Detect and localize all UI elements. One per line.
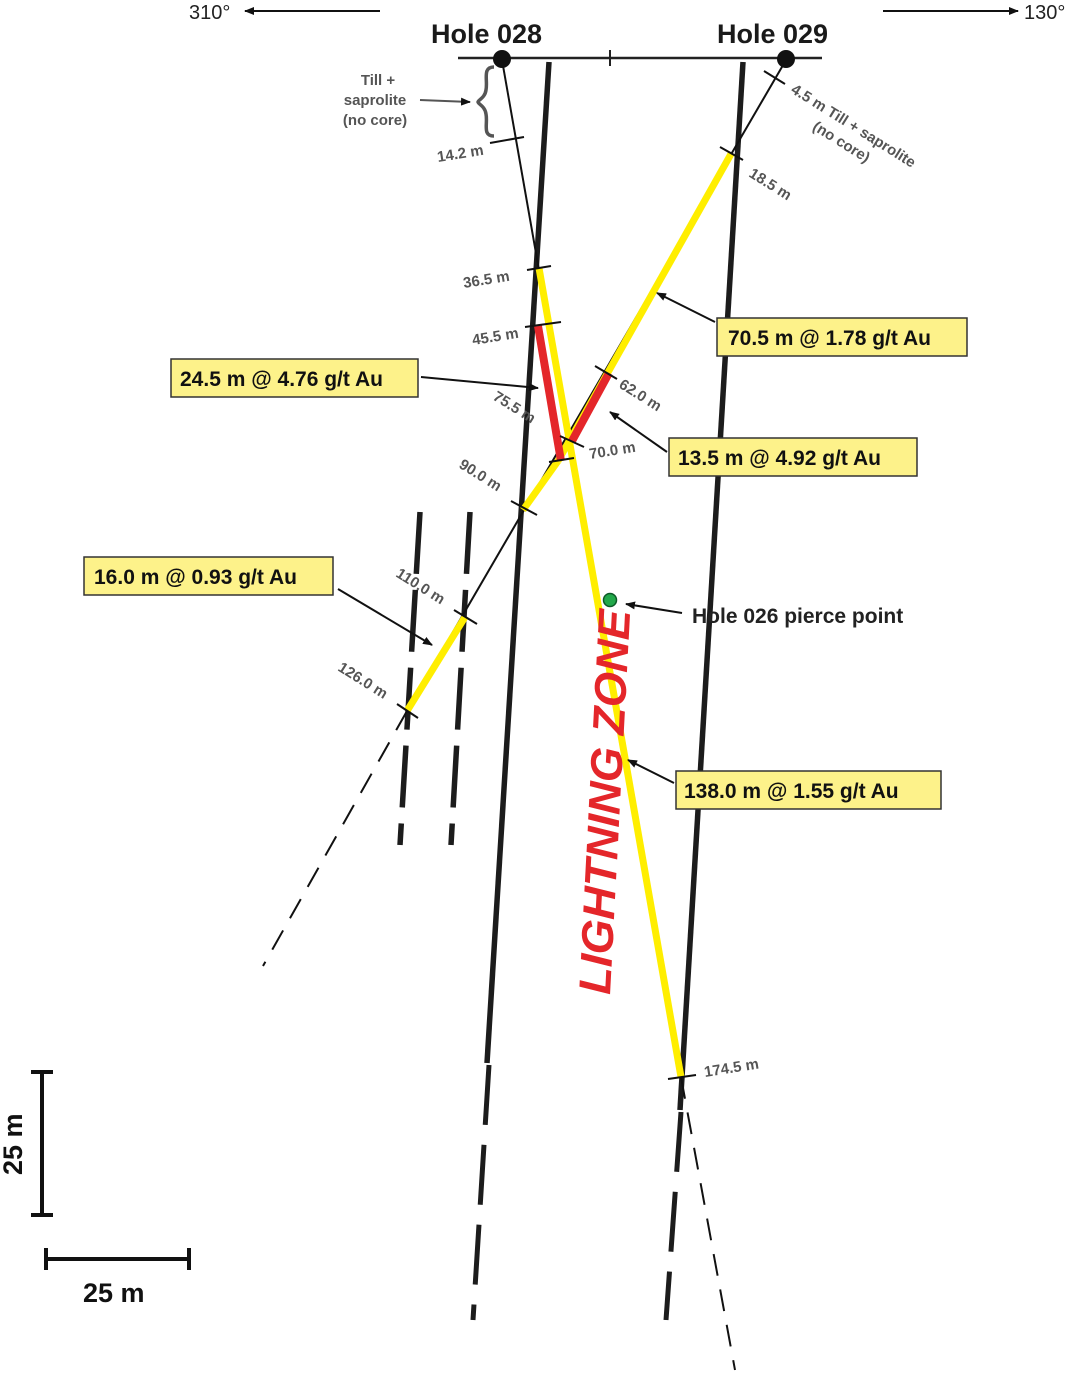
contact-east-projected bbox=[663, 1111, 684, 1321]
depth-36-5: 36.5 m bbox=[462, 268, 511, 292]
depth-14-2: 14.2 m bbox=[436, 142, 485, 166]
depth-75-5: 75.5 m bbox=[490, 388, 539, 427]
hole-029-till-note: 4.5 m Till + saprolite (no core) bbox=[788, 81, 919, 171]
till-note-arrow bbox=[419, 97, 471, 106]
till-brace-icon bbox=[476, 65, 495, 138]
hole-028-yellow-interval bbox=[535, 267, 685, 1078]
depth-174-5: 174.5 m bbox=[703, 1056, 760, 1081]
hole-029-title: Hole 029 bbox=[717, 19, 828, 49]
scale-horizontal-label: 25 m bbox=[83, 1278, 145, 1308]
contact-east bbox=[677, 61, 746, 1111]
hole-028-till-note: Till + saprolite (no core) bbox=[343, 65, 495, 138]
hole-029-yellow-lower bbox=[404, 615, 468, 713]
lightning-zone-label: LIGHTNING ZONE bbox=[569, 606, 640, 995]
hole-029-high-grade bbox=[568, 371, 613, 443]
hole-029-projection bbox=[262, 710, 408, 967]
svg-text:Till +: Till + bbox=[361, 72, 396, 89]
intercept-13-5: 13.5 m @ 4.92 g/t Au bbox=[609, 411, 918, 477]
depth-110-0: 110.0 m bbox=[393, 565, 448, 608]
depth-18-5: 18.5 m bbox=[746, 165, 795, 204]
drill-traces bbox=[262, 59, 787, 1371]
geological-contacts bbox=[397, 61, 746, 1321]
mineralized-intervals bbox=[404, 152, 735, 1078]
bearing-indicators: 310° 130° bbox=[189, 2, 1065, 24]
contact-west bbox=[484, 61, 552, 1064]
svg-text:70.5 m @ 1.78 g/t Au: 70.5 m @ 1.78 g/t Au bbox=[728, 327, 931, 350]
pierce-point-label: Hole 026 pierce point bbox=[692, 605, 903, 628]
bearing-right-label: 130° bbox=[1024, 2, 1065, 24]
pierce-point-marker bbox=[602, 592, 618, 608]
depth-126-0: 126.0 m bbox=[335, 659, 391, 703]
depth-62-0: 62.0 m bbox=[616, 376, 665, 415]
depth-ticks bbox=[396, 70, 786, 1080]
intercept-16-0: 16.0 m @ 0.93 g/t Au bbox=[83, 556, 433, 646]
depth-45-5: 45.5 m bbox=[471, 325, 520, 349]
hole-029-yellow-mid bbox=[520, 458, 561, 513]
hole-028-high-grade bbox=[534, 325, 565, 462]
scale-bars: 25 m 25 m bbox=[0, 1070, 191, 1308]
svg-text:16.0 m @ 0.93 g/t Au: 16.0 m @ 0.93 g/t Au bbox=[94, 566, 297, 589]
bearing-left-label: 310° bbox=[189, 2, 230, 24]
svg-text:saprolite: saprolite bbox=[344, 92, 407, 109]
dashed-contact-a bbox=[397, 511, 423, 846]
hole-028-projection bbox=[680, 1076, 736, 1371]
hole-029-collar bbox=[777, 50, 795, 68]
intercept-24-5: 24.5 m @ 4.76 g/t Au bbox=[170, 358, 539, 398]
hole-026-pierce: Hole 026 pierce point bbox=[602, 592, 903, 628]
contact-west-projected bbox=[470, 1064, 492, 1321]
intercept-70-5: 70.5 m @ 1.78 g/t Au bbox=[656, 292, 968, 357]
scale-vertical-label: 25 m bbox=[0, 1113, 28, 1175]
intercept-138-0: 138.0 m @ 1.55 g/t Au bbox=[627, 759, 942, 810]
hole-028-title: Hole 028 bbox=[431, 19, 542, 49]
depth-70-0: 70.0 m bbox=[588, 439, 637, 463]
svg-text:24.5 m @ 4.76 g/t Au: 24.5 m @ 4.76 g/t Au bbox=[180, 368, 383, 391]
svg-text:138.0 m @ 1.55 g/t Au: 138.0 m @ 1.55 g/t Au bbox=[684, 780, 899, 803]
svg-text:(no core): (no core) bbox=[343, 112, 407, 129]
depth-90-0: 90.0 m bbox=[456, 456, 505, 495]
hole-028-collar bbox=[493, 50, 511, 68]
dashed-contact-b bbox=[448, 511, 473, 846]
svg-text:13.5 m @ 4.92 g/t Au: 13.5 m @ 4.92 g/t Au bbox=[678, 447, 881, 470]
